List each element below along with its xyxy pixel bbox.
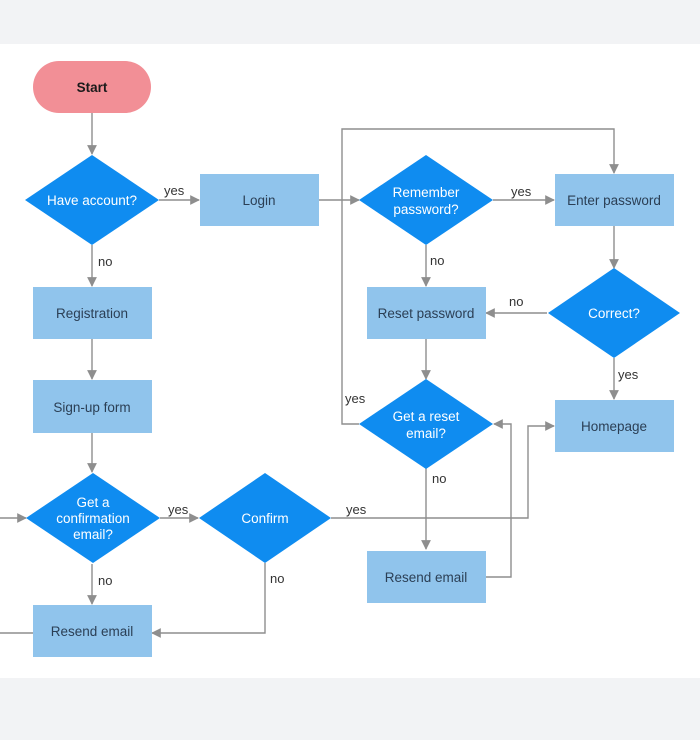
edge-labels: yes no yes no no yes yes no yes yes no n…	[98, 183, 639, 588]
have-account-decision-label: Have account?	[47, 193, 137, 208]
correct-decision[interactable]	[548, 268, 680, 358]
homepage-process[interactable]	[555, 400, 674, 452]
confirmation-label-line1: Get a	[76, 495, 110, 510]
confirmation-label-line2: confirmation	[56, 511, 130, 526]
registration-label: Registration	[56, 306, 128, 321]
remember-password-label-line1: Remember	[393, 185, 460, 200]
edge-resend-right-to-reset-email	[486, 419, 512, 578]
login-process-label: Login	[242, 193, 275, 208]
resend-email-right-process[interactable]	[367, 551, 486, 603]
homepage-label: Homepage	[581, 419, 647, 434]
reset-password-process[interactable]	[367, 287, 486, 339]
edges	[0, 113, 619, 638]
edge-label-correct-no: no	[509, 294, 523, 309]
confirm-label: Confirm	[241, 511, 288, 526]
start-node[interactable]	[33, 61, 151, 113]
edge-confirm-no-resend-left	[151, 563, 266, 638]
edge-reset-email-yes-enter-password	[341, 128, 619, 425]
get-reset-email-label-line1: Get a reset	[393, 409, 460, 424]
edge-label-reset-email-no: no	[432, 471, 446, 486]
edge-label-remember-no: no	[430, 253, 444, 268]
enter-password-label: Enter password	[567, 193, 661, 208]
confirm-decision[interactable]	[199, 473, 331, 563]
remember-password-label-line2: password?	[393, 202, 458, 217]
start-node-label: Start	[77, 80, 108, 95]
edge-label-confirm-yes: yes	[346, 502, 367, 517]
resend-email-left-process[interactable]	[33, 605, 152, 657]
edge-label-confirmation-yes: yes	[168, 502, 189, 517]
correct-decision-label: Correct?	[588, 306, 640, 321]
reset-password-label: Reset password	[378, 306, 475, 321]
resend-email-left-label: Resend email	[51, 624, 134, 639]
confirmation-label-line3: email?	[73, 527, 113, 542]
flowchart-diagram: yes no yes no no yes yes no yes yes no n…	[0, 61, 680, 657]
resend-email-right-label: Resend email	[385, 570, 468, 585]
remember-password-decision[interactable]	[359, 155, 493, 245]
get-reset-email-decision[interactable]	[359, 379, 493, 469]
get-confirmation-email-decision[interactable]	[26, 473, 160, 563]
edge-confirm-yes-homepage	[331, 421, 555, 519]
have-account-decision[interactable]	[25, 155, 159, 245]
edge-label-confirm-no: no	[270, 571, 284, 586]
edge-label-have-account-yes: yes	[164, 183, 185, 198]
flowchart-canvas: yes no yes no no yes yes no yes yes no n…	[0, 44, 700, 678]
signup-form-process[interactable]	[33, 380, 152, 433]
enter-password-process[interactable]	[555, 174, 674, 226]
edge-label-remember-yes: yes	[511, 184, 532, 199]
edge-label-correct-yes: yes	[618, 367, 639, 382]
signup-form-label: Sign-up form	[53, 400, 130, 415]
login-process[interactable]	[200, 174, 319, 226]
nodes: Start Have account? Login Remember passw…	[25, 61, 680, 657]
registration-process[interactable]	[33, 287, 152, 339]
edge-label-have-account-no: no	[98, 254, 112, 269]
edge-label-reset-email-yes: yes	[345, 391, 366, 406]
edge-label-confirmation-no: no	[98, 573, 112, 588]
get-reset-email-label-line2: email?	[406, 426, 446, 441]
